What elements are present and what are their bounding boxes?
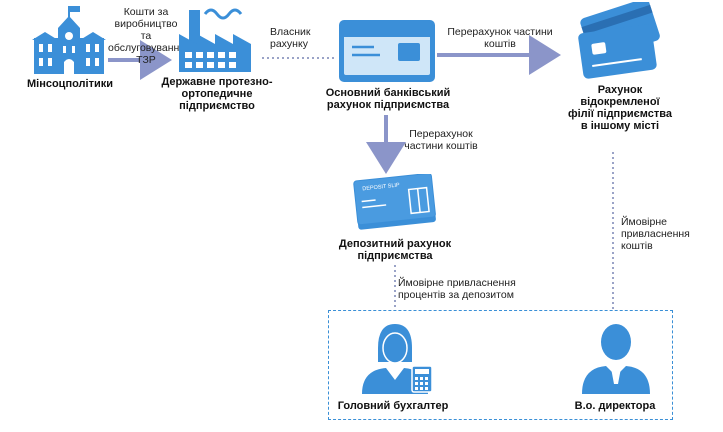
node-enterprise: Державне протезно-ортопедичне підприємст…	[161, 76, 273, 112]
node-ministry: Мінсоцполітики	[26, 78, 113, 90]
node-main-account: Основний банківський рахунок підприємств…	[325, 87, 451, 111]
man-avatar-icon	[582, 324, 650, 394]
government-building-icon	[32, 6, 106, 74]
woman-with-calculator-icon	[362, 324, 433, 394]
bank-card-icon	[339, 20, 435, 82]
node-accountant: Головний бухгалтер	[337, 400, 449, 412]
deposit-slip-text: DEPOSIT SLIP	[362, 182, 400, 192]
node-branch-account: Рахунок відокремленої філії підприємства…	[568, 84, 672, 132]
edge-label-account-owner: Власник рахунку	[270, 26, 311, 50]
edge-label-funds-for-tzr: Кошти за виробництво та обслуговування Т…	[108, 6, 185, 66]
edge-label-deposit-interest: Ймовірне привласнення процентів за депоз…	[398, 277, 516, 301]
deposit-slip-icon: DEPOSIT SLIP	[353, 174, 436, 230]
factory-icon	[179, 8, 251, 72]
edge-label-transfer-part-top: Перерахунок частини коштів	[447, 26, 553, 50]
edge-label-transfer-part-down: Перерахунок частини коштів	[404, 128, 478, 152]
node-deposit-account: Депозитний рахунок підприємства	[338, 238, 452, 262]
persons-box	[328, 310, 673, 420]
node-director: В.о. директора	[574, 400, 656, 412]
credit-cards-icon	[578, 2, 660, 79]
edge-label-funds-appropriation: Ймовірне привласнення коштів	[621, 216, 690, 252]
